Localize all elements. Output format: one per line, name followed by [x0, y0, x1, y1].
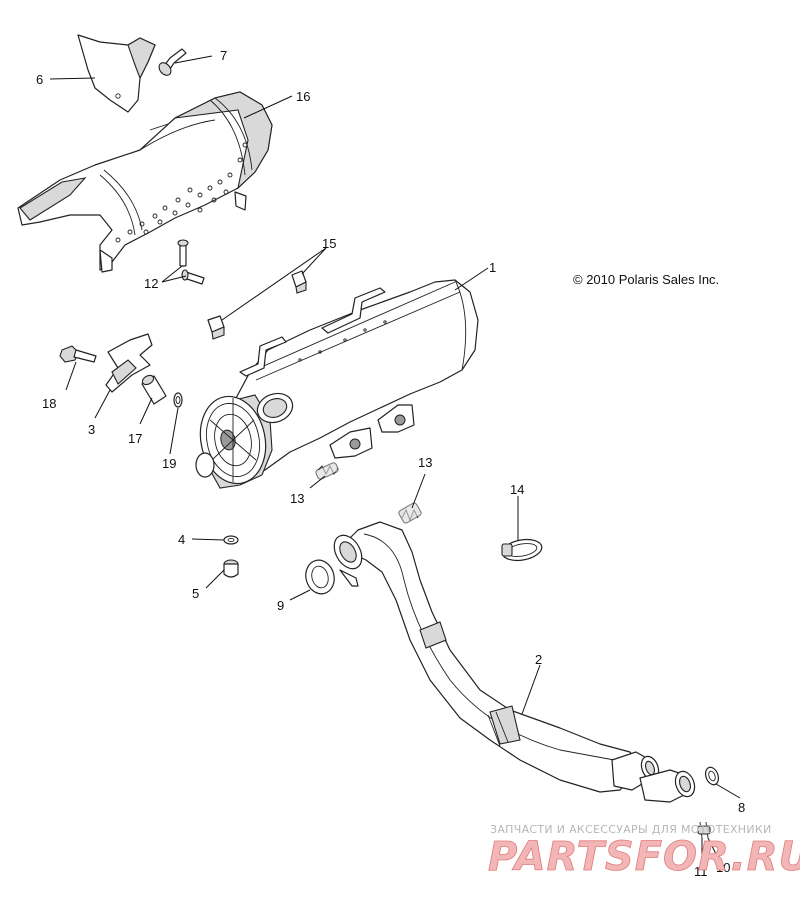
bolt-part-12: [177, 239, 205, 285]
watermark: ЗАПЧАСТИ И АКСЕССУАРЫ ДЛЯ МОТОТЕХНИКИ PA…: [488, 823, 800, 880]
callout-1: 1: [489, 260, 496, 275]
spring-part-13: [315, 462, 422, 524]
spring-part-10-11: [697, 821, 711, 839]
bracket-part-3: [105, 333, 153, 393]
callout-2: 2: [535, 652, 542, 667]
bolt-part-18: [59, 345, 97, 363]
callout-16: 16: [296, 89, 310, 104]
gasket-part-9: [305, 559, 335, 595]
washer-part-4: [223, 535, 239, 545]
callout-6: 6: [36, 72, 43, 87]
callout-9: 9: [277, 598, 284, 613]
callout-19: 19: [162, 456, 176, 471]
clamp-part-14: [501, 538, 543, 562]
callout-10: 10: [716, 860, 730, 875]
clip-nut-part-15: [207, 270, 307, 340]
muffler-part-1: [195, 279, 479, 489]
callout-18: 18: [42, 396, 56, 411]
callout-14: 14: [510, 482, 524, 497]
callout-15: 15: [322, 236, 336, 251]
callout-12: 12: [144, 276, 158, 291]
bolt-part-7: [158, 48, 187, 76]
bracket-plate-part-6: [77, 34, 156, 113]
callout-8: 8: [738, 800, 745, 815]
callout-17: 17: [128, 431, 142, 446]
callout-4: 4: [178, 532, 185, 547]
plug-part-5: [223, 559, 239, 578]
copyright-text: © 2010 Polaris Sales Inc.: [573, 272, 719, 287]
heat-shield-part-16: [17, 91, 273, 273]
watermark-logo: PARTSFOR.RU: [488, 834, 800, 880]
callout-3: 3: [88, 422, 95, 437]
callout-labels: 1 2 3 4 5 6 7 8 9 10 11 12 13 13 14 15 1…: [36, 48, 745, 879]
callout-13b: 13: [418, 455, 432, 470]
watermark-tagline: ЗАПЧАСТИ И АКСЕССУАРЫ ДЛЯ МОТОТЕХНИКИ: [490, 823, 772, 836]
washer-part-19: [173, 392, 183, 408]
gasket-part-8: [704, 766, 720, 786]
callout-13a: 13: [290, 491, 304, 506]
leader-lines: [49, 55, 741, 862]
spacer-part-17: [141, 374, 167, 405]
callout-5: 5: [192, 586, 199, 601]
head-pipe-part-2: [333, 521, 696, 803]
callout-7: 7: [220, 48, 227, 63]
callout-11: 11: [694, 864, 708, 879]
